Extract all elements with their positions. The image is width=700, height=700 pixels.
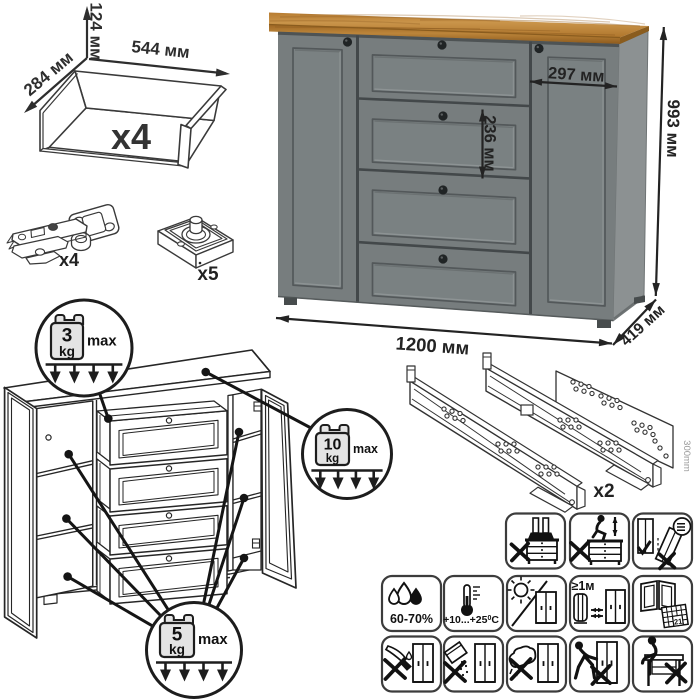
svg-text:300mm: 300mm: [681, 440, 692, 472]
svg-text:kg: kg: [326, 453, 339, 465]
svg-text:max: max: [87, 333, 117, 349]
svg-text:5: 5: [172, 625, 183, 646]
svg-text:124 мм: 124 мм: [87, 2, 106, 60]
svg-text:x5: x5: [197, 264, 219, 285]
svg-text:x2: x2: [593, 481, 614, 502]
svg-text:x4: x4: [111, 116, 151, 157]
svg-text:+10...+250С: +10...+250С: [443, 614, 499, 626]
svg-text:60-70%: 60-70%: [390, 612, 433, 626]
svg-text:kg: kg: [59, 344, 75, 359]
svg-text:x4: x4: [59, 250, 79, 270]
svg-text:236 мм: 236 мм: [481, 115, 499, 172]
svg-text:max: max: [198, 632, 228, 648]
svg-text:10: 10: [324, 437, 342, 454]
svg-text:≥1м: ≥1м: [571, 579, 594, 593]
svg-text:max: max: [353, 442, 378, 456]
svg-text:1200 мм: 1200 мм: [395, 332, 470, 358]
svg-text:297 мм: 297 мм: [548, 64, 606, 85]
svg-text:21: 21: [673, 617, 683, 627]
svg-text:3: 3: [62, 326, 73, 347]
svg-text:993 мм: 993 мм: [663, 99, 683, 158]
svg-text:kg: kg: [169, 642, 185, 657]
